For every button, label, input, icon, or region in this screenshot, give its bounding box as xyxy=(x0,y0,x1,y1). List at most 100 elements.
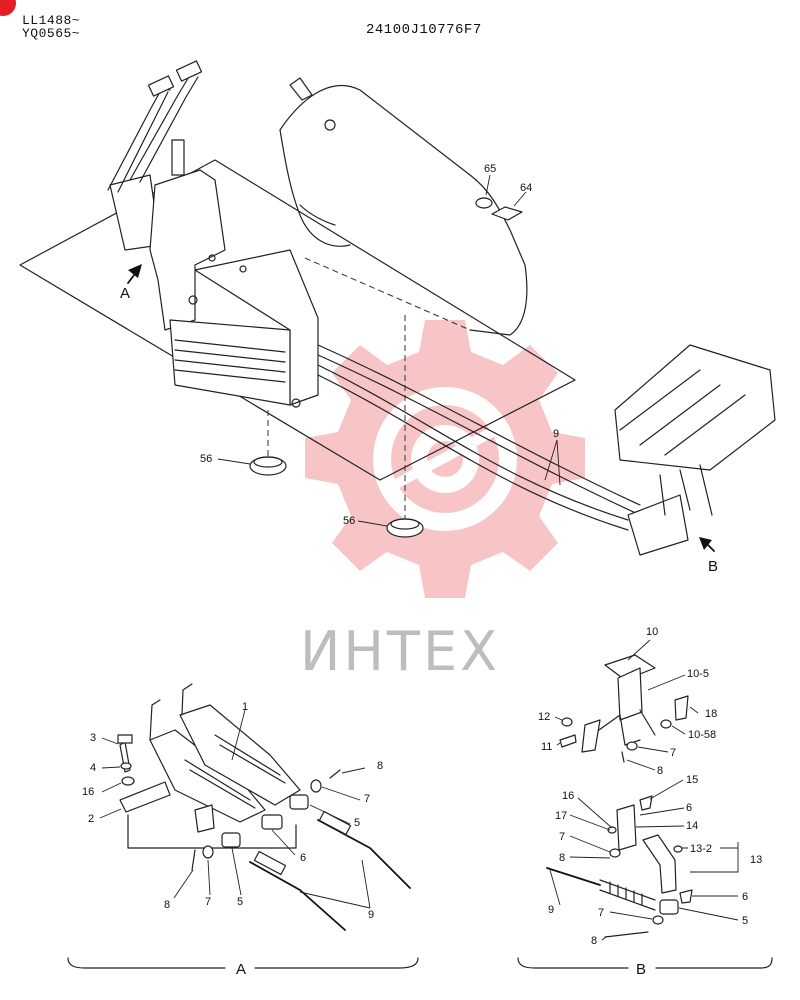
callout-a-5-right: 5 xyxy=(354,817,360,829)
washer-17 xyxy=(607,826,617,834)
bracket-13 xyxy=(642,834,677,894)
detail-a-label: A xyxy=(236,961,246,978)
plate-2 xyxy=(119,781,171,813)
part-code: 24100J10776F7 xyxy=(366,22,482,38)
callout-a-7-left: 7 xyxy=(205,896,211,908)
washer-10-58 xyxy=(660,719,672,729)
callout-b-10-58: 10-58 xyxy=(688,729,716,741)
pedal-left xyxy=(149,729,266,823)
bolt-64 xyxy=(491,206,523,221)
main-assembly-view: A B 65 64 xyxy=(19,60,776,575)
view-arrow-a-icon xyxy=(128,264,142,278)
view-arrow-a-label: A xyxy=(120,285,130,302)
callout-a-5-left: 5 xyxy=(237,896,243,908)
callout-a-2: 2 xyxy=(88,813,94,825)
control-valve-block xyxy=(614,344,776,471)
clevis-5-left xyxy=(221,832,241,848)
detail-b-label: B xyxy=(636,961,646,978)
cable-spring xyxy=(609,881,643,906)
detail-view-a: 1 3 4 16 2 8 7 5 6 8 7 5 9 A xyxy=(67,683,419,978)
pedal-arms xyxy=(149,683,193,741)
callout-64: 64 xyxy=(520,182,532,194)
seat-lever xyxy=(289,77,313,101)
lever-grip-left xyxy=(147,75,175,97)
clevis-5-b xyxy=(659,899,679,915)
callout-a-9: 9 xyxy=(368,909,374,921)
bolt-11 xyxy=(559,734,577,748)
callout-b-7-mid: 7 xyxy=(559,831,565,843)
callout-b-12: 12 xyxy=(538,711,550,723)
lever-rod-left xyxy=(107,87,171,191)
cotter-pin-8-right xyxy=(329,769,341,779)
callout-65: 65 xyxy=(484,163,496,175)
callout-a-16: 16 xyxy=(82,786,94,798)
joystick xyxy=(171,139,185,176)
callout-b-8-mid: 8 xyxy=(559,852,565,864)
callout-b-6-lower: 6 xyxy=(742,891,748,903)
pin-6-b xyxy=(679,889,693,904)
control-cable-lower xyxy=(317,364,629,521)
callout-a-8-left: 8 xyxy=(164,899,170,911)
pedal-right xyxy=(179,704,301,806)
detail-a-bracket xyxy=(67,957,419,969)
cable-9-left xyxy=(249,861,346,931)
callout-9-main: 9 xyxy=(553,428,559,440)
washer-7-b-lower xyxy=(652,915,664,925)
bracket-a xyxy=(194,804,215,833)
pin-6-left xyxy=(261,814,283,830)
seat-back-outline xyxy=(279,84,528,336)
bolt-15 xyxy=(639,795,653,811)
red-corner-badge-icon xyxy=(0,0,16,16)
control-cable-upper xyxy=(317,344,641,506)
watermark-gear-logo-icon xyxy=(305,320,585,598)
washer-16 xyxy=(121,776,135,786)
washer-7-left xyxy=(202,845,214,859)
callout-b-9: 9 xyxy=(548,904,554,916)
washer-4 xyxy=(120,762,132,770)
serial-range-end: YQ0565~ xyxy=(22,26,81,41)
callout-b-13-2: 13-2 xyxy=(690,843,712,855)
nut-12 xyxy=(561,717,573,727)
control-box-side xyxy=(169,319,291,406)
callout-b-11: 11 xyxy=(541,741,552,753)
callout-56-right: 56 xyxy=(343,515,355,527)
callout-b-10-5: 10-5 xyxy=(687,668,709,680)
callout-a-7-right: 7 xyxy=(364,793,370,805)
cotter-pin-8-left xyxy=(191,849,196,871)
callout-56-left: 56 xyxy=(200,453,212,465)
bracket-10-post xyxy=(617,667,643,721)
nut-13-2 xyxy=(673,845,683,853)
view-arrow-b-icon xyxy=(699,537,712,550)
cable-9-b xyxy=(546,867,601,886)
callout-b-16: 16 xyxy=(562,790,574,802)
washer-7-b-upper xyxy=(626,741,638,751)
nut-65 xyxy=(475,197,493,209)
control-stand xyxy=(149,169,226,331)
bracket-10-foot xyxy=(581,719,601,753)
callout-b-6-upper: 6 xyxy=(686,802,692,814)
cotter-8-b-upper xyxy=(621,751,625,763)
callout-a-1: 1 xyxy=(242,701,248,713)
callout-a-3: 3 xyxy=(90,732,96,744)
callout-b-18: 18 xyxy=(705,708,717,720)
callout-b-15: 15 xyxy=(686,774,698,786)
callout-b-5: 5 xyxy=(742,915,748,927)
serial-range-start: LL1488~ xyxy=(22,13,81,28)
washer-7-b-mid xyxy=(609,848,621,858)
callout-a-8-right: 8 xyxy=(377,760,383,772)
view-arrow-b-label: B xyxy=(708,558,718,575)
callout-b-7-lower: 7 xyxy=(598,907,604,919)
washer-7-right xyxy=(310,779,322,793)
link-14 xyxy=(616,804,637,851)
callout-b-13: 13 xyxy=(750,854,762,866)
callout-b-14: 14 xyxy=(686,820,698,832)
callout-b-10: 10 xyxy=(646,626,658,638)
detail-view-b: 10 10-5 12 18 11 10-58 7 8 15 16 6 17 14… xyxy=(517,626,773,978)
callout-a-6: 6 xyxy=(300,852,306,864)
valve-linkage xyxy=(627,494,689,556)
callout-b-7-upper: 7 xyxy=(670,747,676,759)
clevis-5-right xyxy=(289,794,309,810)
watermark-brand-text: ИНТЕХ xyxy=(300,620,500,683)
